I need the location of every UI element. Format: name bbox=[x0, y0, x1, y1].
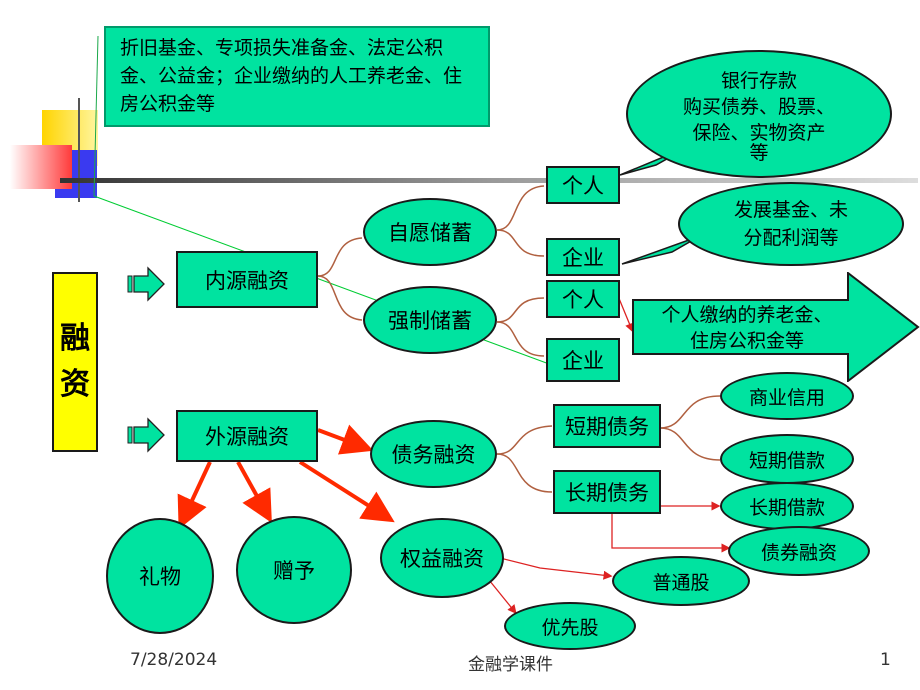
short-loan-ellipse: 短期借款 bbox=[720, 434, 854, 484]
voluntary-savings-ellipse: 自愿储蓄 bbox=[363, 198, 497, 266]
root-char-1: 融 bbox=[60, 321, 90, 356]
person-box-1: 个人 bbox=[546, 166, 620, 204]
root-char-2: 资 bbox=[60, 367, 90, 402]
note-box: 折旧基金、专项损失准备金、法定公积金、公益金；企业缴纳的人工养老金、住房公积金等 bbox=[104, 26, 490, 127]
bubble-person-line-1: 银行存款 bbox=[720, 70, 797, 92]
bubble-enterprise-line-2: 分配利润等 bbox=[743, 227, 839, 249]
commercial-credit-ellipse: 商业信用 bbox=[720, 372, 854, 420]
bubble-person-line-4: 等 bbox=[749, 142, 769, 164]
gift-ellipse: 礼物 bbox=[106, 518, 214, 634]
contrib-line-2: 住房公积金等 bbox=[689, 330, 804, 352]
grant-ellipse: 赠予 bbox=[236, 516, 352, 624]
person-deposits-bubble: 银行存款 购买债券、股票、 保险、实物资产 等 bbox=[626, 50, 892, 178]
bubble-person-line-3: 保险、实物资产 bbox=[692, 122, 826, 144]
mandatory-contributions-arrow bbox=[632, 272, 920, 382]
common-stock-ellipse: 普通股 bbox=[612, 556, 750, 606]
footer-title: 金融学课件 bbox=[468, 655, 553, 675]
block-arrow-external bbox=[127, 417, 165, 453]
short-debt-box: 短期债务 bbox=[553, 404, 661, 448]
enterprise-box-2: 企业 bbox=[546, 338, 620, 382]
bond-financing-ellipse: 债券融资 bbox=[728, 526, 870, 576]
person-box-2: 个人 bbox=[546, 280, 620, 318]
bubble-person-line-2: 购买债券、股票、 bbox=[682, 96, 835, 118]
mandatory-savings-ellipse: 强制储蓄 bbox=[363, 286, 497, 354]
contrib-line-1: 个人缴纳的养老金、 bbox=[661, 304, 833, 326]
deco-horizontal-rule bbox=[60, 178, 918, 183]
external-financing-box: 外源融资 bbox=[176, 410, 318, 462]
internal-financing-box: 内源融资 bbox=[176, 251, 318, 308]
enterprise-box-1: 企业 bbox=[546, 238, 620, 276]
footer-page-number: 1 bbox=[880, 650, 891, 670]
bubble-enterprise-line-1: 发展基金、未 bbox=[733, 199, 848, 221]
root-label: 融 资 bbox=[52, 272, 98, 452]
preferred-stock-ellipse: 优先股 bbox=[504, 602, 636, 650]
enterprise-funds-bubble: 发展基金、未 分配利润等 bbox=[678, 182, 904, 266]
deco-vertical-line bbox=[78, 98, 80, 202]
long-debt-box: 长期债务 bbox=[553, 470, 661, 514]
mandatory-contributions-text: 个人缴纳的养老金、 住房公积金等 bbox=[640, 302, 854, 354]
equity-financing-ellipse: 权益融资 bbox=[380, 518, 504, 598]
footer-date: 7/28/2024 bbox=[130, 650, 218, 670]
debt-financing-ellipse: 债务融资 bbox=[370, 420, 497, 488]
long-loan-ellipse: 长期借款 bbox=[720, 482, 854, 530]
block-arrow-internal bbox=[127, 266, 165, 302]
